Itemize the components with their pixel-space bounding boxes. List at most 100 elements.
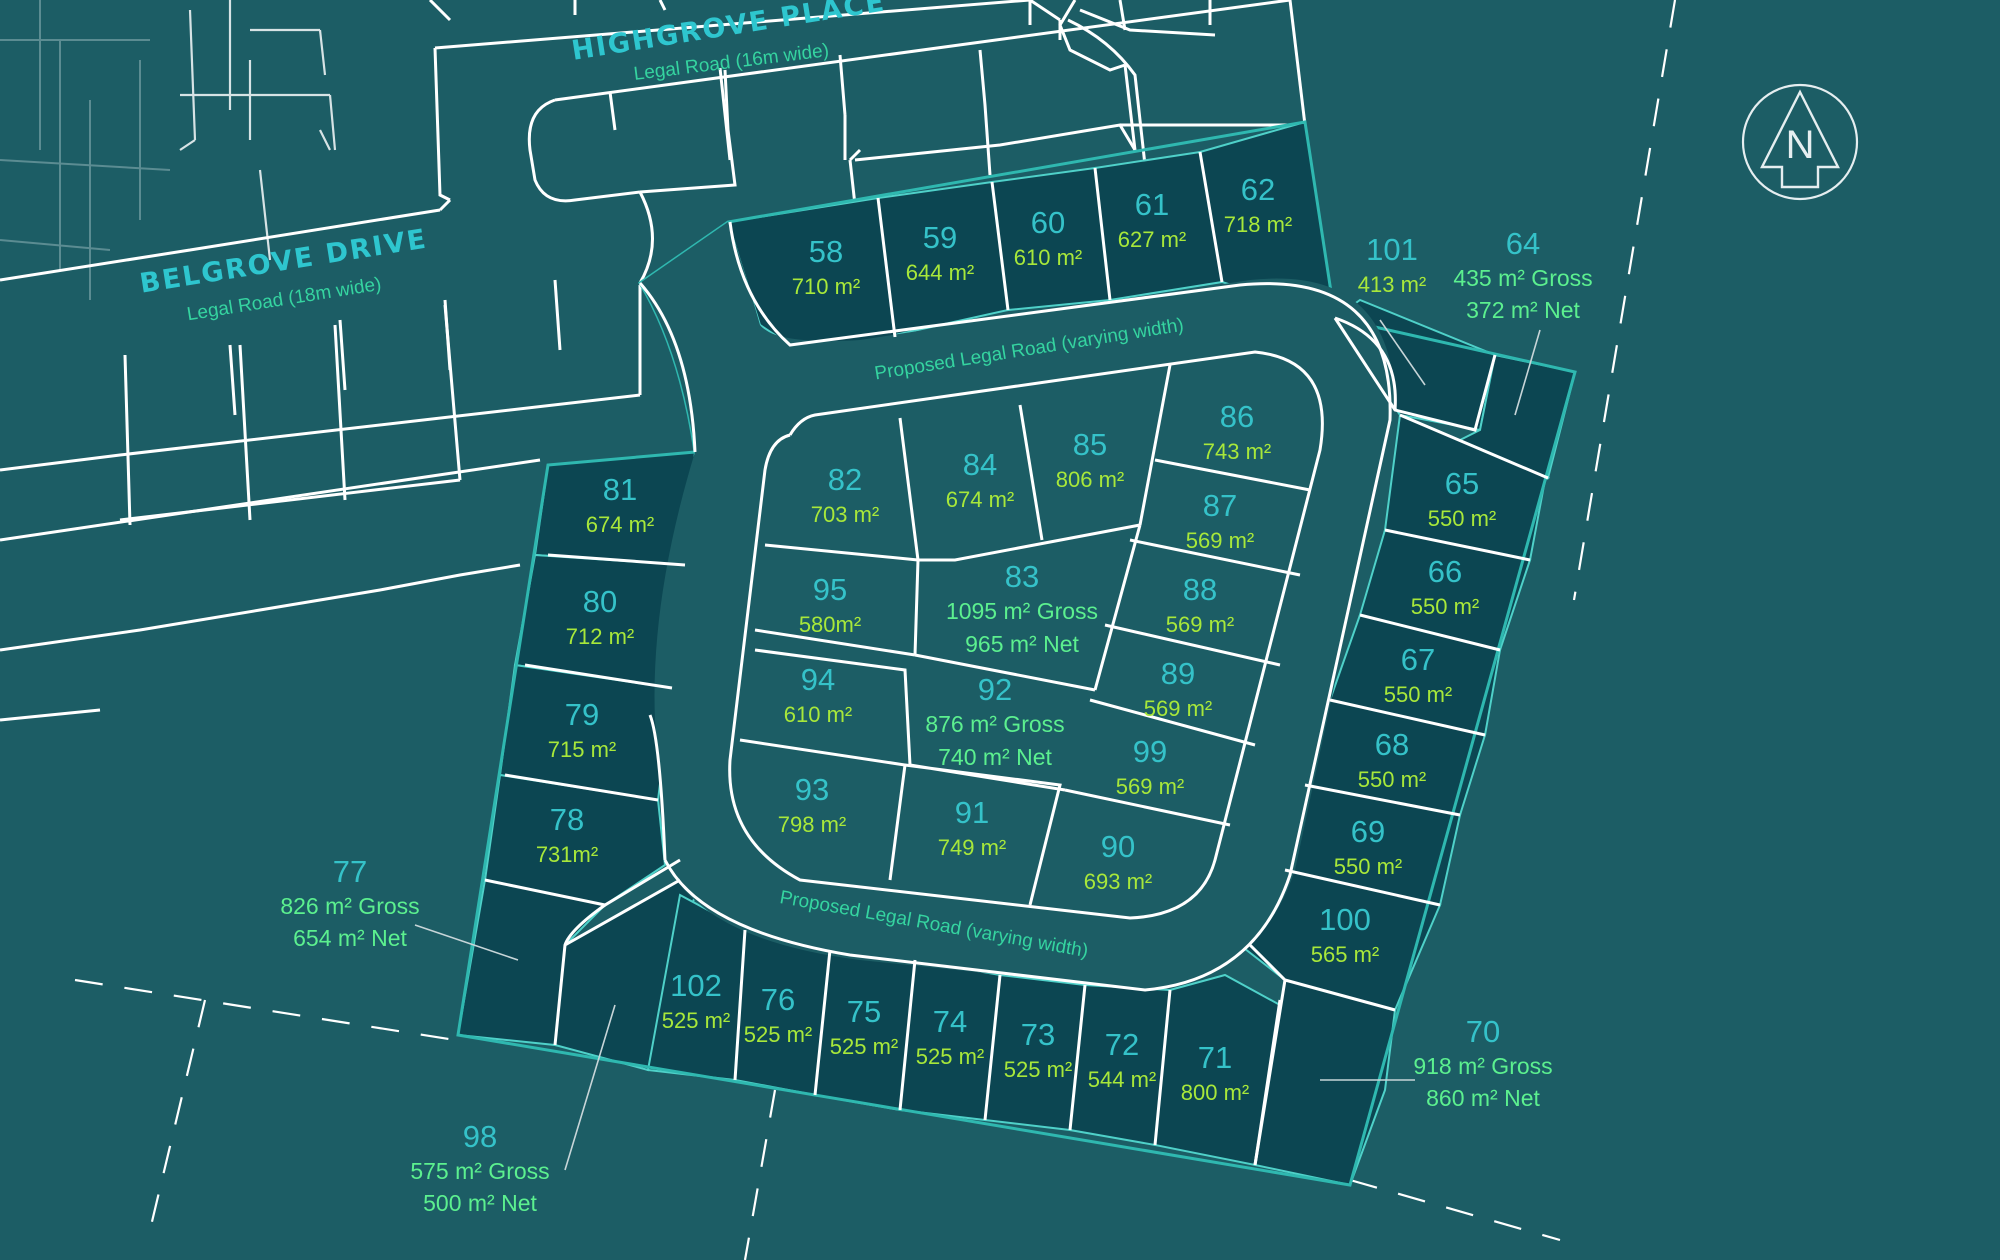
lot-number: 82: [828, 462, 862, 497]
lot-gross: 575 m² Gross: [410, 1158, 549, 1184]
lot-gross: 826 m² Gross: [280, 893, 419, 919]
lot-number: 90: [1101, 829, 1135, 864]
lot-label-64: 64 435 m² Gross 372 m² Net: [1453, 226, 1592, 323]
lot-number: 64: [1506, 226, 1540, 261]
lot-label-69: 69 550 m²: [1334, 814, 1402, 879]
lot-area: 550 m²: [1334, 854, 1402, 879]
lot-label-100: 100 565 m²: [1311, 902, 1379, 967]
lot-area: 718 m²: [1224, 212, 1292, 237]
lot-area: 712 m²: [566, 624, 634, 649]
lot-area: 550 m²: [1358, 767, 1426, 792]
lot-number: 84: [963, 447, 997, 482]
lot-area: 580m²: [799, 612, 861, 637]
lot-label-81: 81 674 m²: [586, 472, 654, 537]
lot-area: 550 m²: [1384, 682, 1452, 707]
lot-area: 627 m²: [1118, 227, 1186, 252]
lot-label-82: 82 703 m²: [811, 462, 879, 527]
lot-number: 80: [583, 584, 617, 619]
lot-area: 550 m²: [1411, 594, 1479, 619]
lot-72[interactable]: [1068, 983, 1172, 1147]
lot-number: 71: [1198, 1040, 1232, 1075]
lot-number: 86: [1220, 399, 1254, 434]
lot-area: 544 m²: [1088, 1067, 1156, 1092]
lot-area: 610 m²: [1014, 245, 1082, 270]
lot-number: 88: [1183, 572, 1217, 607]
leader-lines: [414, 319, 1541, 1171]
lot-area: 806 m²: [1056, 467, 1124, 492]
lot-number: 73: [1021, 1017, 1055, 1052]
lot-label-85: 85 806 m²: [1056, 427, 1124, 492]
lot-number: 95: [813, 572, 847, 607]
lot-label-98: 98 575 m² Gross 500 m² Net: [410, 1119, 549, 1216]
lot-net: 500 m² Net: [423, 1190, 537, 1216]
lot-73[interactable]: [983, 973, 1087, 1132]
lot-area: 715 m²: [548, 737, 616, 762]
lot-number: 66: [1428, 554, 1462, 589]
lot-area: 525 m²: [830, 1034, 898, 1059]
dashed-boundaries: [74, 0, 1677, 1260]
lot-area: 743 m²: [1203, 439, 1271, 464]
lot-74[interactable]: [898, 958, 1002, 1122]
lot-number: 94: [801, 662, 835, 697]
lot-59[interactable]: [876, 180, 1010, 337]
lot-net: 740 m² Net: [938, 744, 1052, 770]
lot-area: 610 m²: [784, 702, 852, 727]
lot-area: 569 m²: [1166, 612, 1234, 637]
lot-label-68: 68 550 m²: [1358, 727, 1426, 792]
lot-area: 674 m²: [586, 512, 654, 537]
lot-label-72: 72 544 m²: [1088, 1027, 1156, 1092]
north-arrow[interactable]: N: [1741, 83, 1859, 201]
lot-division-lines: [484, 151, 1549, 1166]
lot-number: 61: [1135, 187, 1169, 222]
lot-area: 710 m²: [792, 274, 860, 299]
lot-area: 703 m²: [811, 502, 879, 527]
lot-number: 89: [1161, 656, 1195, 691]
lot-area: 525 m²: [916, 1044, 984, 1069]
lot-area: 731m²: [536, 842, 598, 867]
lot-number: 67: [1401, 642, 1435, 677]
lot-number: 72: [1105, 1027, 1139, 1062]
lot-area: 565 m²: [1311, 942, 1379, 967]
lot-label-76: 76 525 m²: [744, 982, 812, 1047]
lot-gross: 435 m² Gross: [1453, 265, 1592, 291]
lot-gross: 1095 m² Gross: [946, 598, 1098, 624]
lot-number: 98: [463, 1119, 497, 1154]
lot-number: 62: [1241, 172, 1275, 207]
lot-number: 91: [955, 795, 989, 830]
lot-number: 87: [1203, 488, 1237, 523]
lot-number: 74: [933, 1004, 967, 1039]
lot-number: 100: [1319, 902, 1371, 937]
proposed-road: [638, 221, 1395, 992]
lot-number: 81: [603, 472, 637, 507]
lot-area: 798 m²: [778, 812, 846, 837]
lot-label-67: 67 550 m²: [1384, 642, 1452, 707]
lot-label-94: 94 610 m²: [784, 662, 852, 727]
lot-number: 69: [1351, 814, 1385, 849]
lot-net: 372 m² Net: [1466, 297, 1580, 323]
lot-75[interactable]: [813, 948, 917, 1112]
lot-number: 85: [1073, 427, 1107, 462]
lot-number: 70: [1466, 1014, 1500, 1049]
lot-area: 749 m²: [938, 835, 1006, 860]
lot-number: 60: [1031, 205, 1065, 240]
compass-n-label: N: [1786, 123, 1815, 167]
lot-area: 569 m²: [1116, 774, 1184, 799]
lot-number: 76: [761, 982, 795, 1017]
lot-number: 65: [1445, 466, 1479, 501]
compass-arrow-icon: [1760, 89, 1840, 189]
lot-area: 413 m²: [1358, 272, 1426, 297]
lot-area: 525 m²: [744, 1022, 812, 1047]
lot-number: 68: [1375, 727, 1409, 762]
lot-area: 525 m²: [1004, 1057, 1072, 1082]
lot-number: 102: [670, 968, 722, 1003]
